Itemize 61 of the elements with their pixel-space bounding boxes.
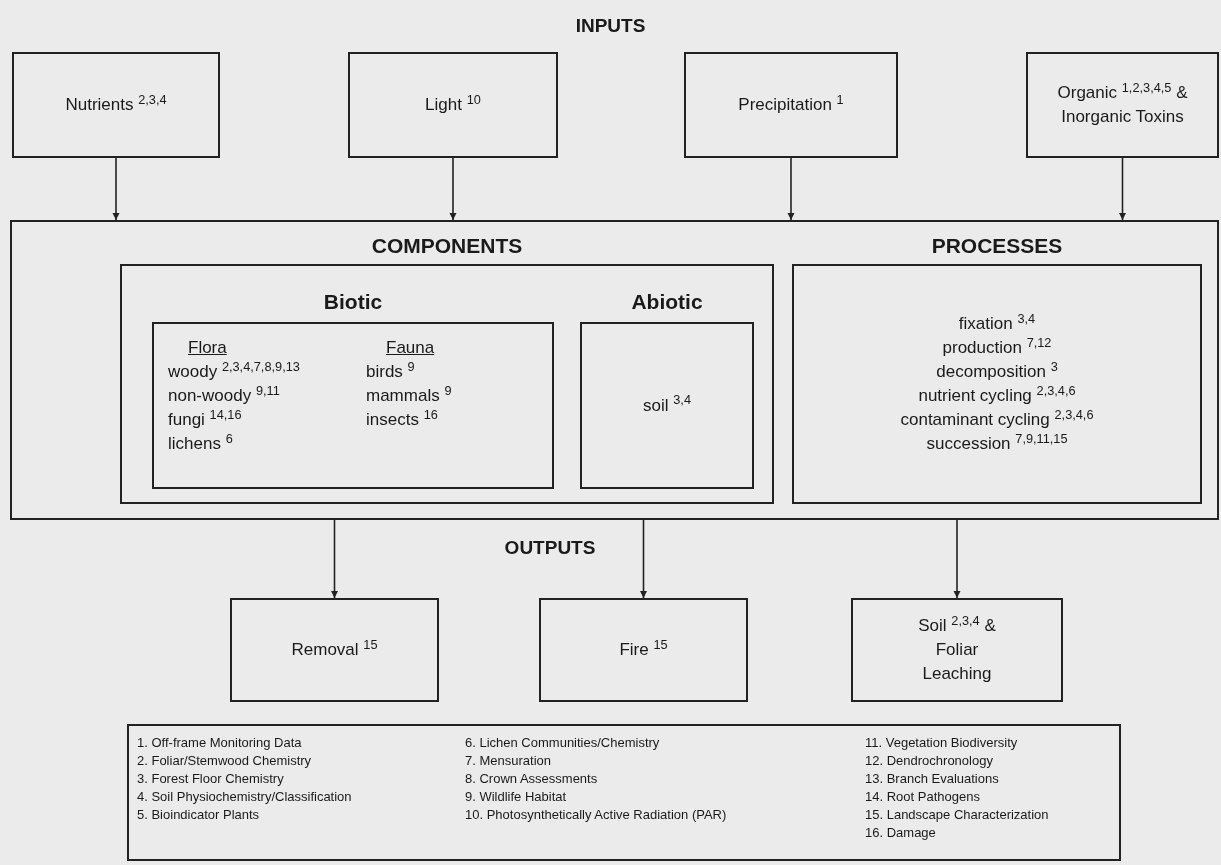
list-item: mammals $^{9}$ [366,384,452,407]
output-label: Removal $^{15}$ [291,638,378,661]
list-item: birds $^{9}$ [366,360,416,383]
reference-item: 15. Landscape Characterization [865,806,1049,824]
column-heading: Flora [188,337,227,359]
arrow [112,157,120,221]
list-item: non-woody $^{9,11}$ [168,384,281,407]
input-label: Precipitation $^{1}$ [738,93,844,116]
output-label: Fire $^{15}$ [619,638,668,661]
process-item: succession $^{7,9,11,15}$ [926,432,1068,455]
output-box [230,598,439,702]
diagram-title: INPUTS [575,14,646,38]
reference-item: 1. Off-frame Monitoring Data [137,734,303,752]
arrow [1119,157,1126,221]
input-box [12,52,220,158]
arrow [449,157,457,221]
reference-item: 9. Wildlife Habitat [465,788,568,806]
process-item: decomposition $^{3}$ [936,360,1058,383]
reference-item: 6. Lichen Communities/Chemistry [465,734,661,752]
process-item: nutrient cycling $^{2,3,4,6}$ [918,384,1076,407]
reference-item: 11. Vegetation Biodiversity [865,734,1019,752]
input-label: Organic $^{1,2,3,4,5}$ & Inorganic Toxins [1056,81,1189,128]
section-heading: Abiotic [631,289,703,315]
list-item: fungi $^{14,16}$ [168,408,243,431]
process-item: contaminant cycling $^{2,3,4,6}$ [900,408,1094,431]
column-heading: Fauna [386,337,435,359]
arrow [331,519,338,599]
reference-item: 14. Root Pathogens [865,788,981,806]
reference-item: 8. Crown Assessments [465,770,599,788]
reference-item: 7. Mensuration [465,752,552,770]
reference-item: 4. Soil Physiochemistry/Classification [137,788,352,806]
reference-item: 2. Foliar/Stemwood Chemistry [137,752,313,770]
reference-box [127,724,1121,861]
list-item: soil $^{3,4}$ [643,393,691,417]
output-label: Soil $^{2,3,4}$ & Foliar Leaching [917,614,997,685]
input-box [348,52,558,158]
process-item: production $^{7,12}$ [942,336,1052,359]
reference-item: 16. Damage [865,824,937,842]
reference-item: 3. Forest Floor Chemistry [137,770,285,788]
input-box [684,52,898,158]
input-label: Nutrients $^{2,3,4}$ [65,93,167,116]
section-label: OUTPUTS [504,536,596,560]
system-box [10,220,1219,520]
reference-item: 5. Bioindicator Plants [137,806,261,824]
list-item: woody $^{2,3,4,7,8,9,13}$ [168,360,300,383]
section-heading: Biotic [323,289,383,315]
input-box [1026,52,1219,158]
arrow [953,519,961,599]
arrow [640,519,647,599]
reference-item: 10. Photosynthetically Active Radiation (PAR) [465,806,727,824]
list-item: lichens $^{6}$ [168,432,234,455]
input-label: Light $^{10}$ [425,93,481,116]
arrow [787,157,795,221]
section-heading: PROCESSES [931,233,1063,259]
output-box [851,598,1063,702]
reference-item: 13. Branch Evaluations [865,770,1000,788]
list-item: insects $^{16}$ [366,408,439,431]
process-item: fixation $^{3,4}$ [958,312,1036,335]
output-box [539,598,748,702]
section-heading: COMPONENTS [371,233,523,259]
reference-item: 12. Dendrochronology [865,752,994,770]
